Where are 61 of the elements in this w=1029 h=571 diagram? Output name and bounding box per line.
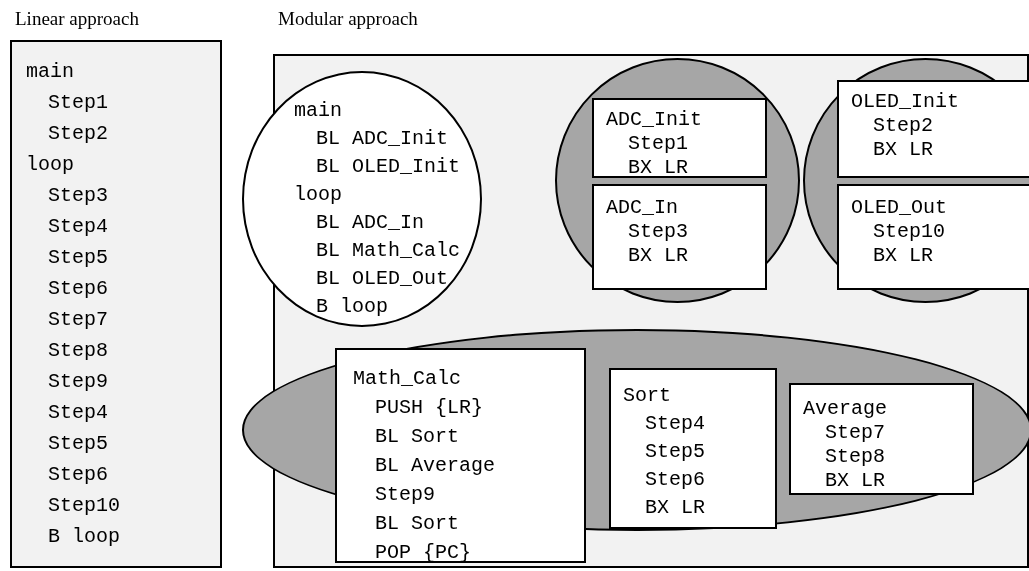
code-line: Step6 [48, 276, 108, 302]
code-line: OLED_Init [851, 90, 960, 114]
section-heading: Modular approach [278, 8, 418, 30]
subroutine-box [789, 383, 974, 495]
code-line: Step7 [48, 307, 108, 333]
code-line: Step2 [873, 114, 933, 138]
code-line: Step5 [48, 431, 108, 457]
code-line: Step4 [48, 400, 108, 426]
code-line: Step10 [873, 220, 945, 244]
code-line: Sort [623, 383, 671, 409]
code-line: Math_Calc [353, 366, 462, 392]
code-line: B loop [48, 524, 120, 550]
section-heading: Linear approach [15, 8, 139, 30]
code-line: ADC_In [606, 196, 678, 220]
code-line: BX LR [628, 244, 688, 268]
code-line: BL Math_Calc [316, 238, 461, 264]
code-line: BX LR [873, 138, 933, 162]
code-line: Step3 [628, 220, 688, 244]
code-line: BL Average [375, 453, 496, 479]
code-line: Average [803, 397, 887, 421]
subroutine-box [335, 348, 586, 563]
code-line: PUSH {LR} [375, 395, 484, 421]
code-line: loop [294, 182, 342, 208]
code-line: main [26, 59, 74, 85]
code-line: Step4 [645, 411, 705, 437]
code-line: BL OLED_Out [316, 266, 449, 292]
code-line: BL ADC_Init [316, 126, 449, 152]
code-line: Step7 [825, 421, 885, 445]
subroutine-box [837, 184, 1029, 290]
code-line: BL OLED_Init [316, 154, 461, 180]
code-line: main [294, 98, 342, 124]
code-line: Step6 [48, 462, 108, 488]
subroutine-box [837, 80, 1029, 178]
code-line: OLED_Out [851, 196, 947, 220]
subroutine-box [609, 368, 777, 529]
subroutine-box [592, 184, 767, 290]
subroutine-box [592, 98, 767, 178]
code-line: BX LR [628, 156, 688, 180]
code-line: Step5 [645, 439, 705, 465]
code-line: POP {PC} [375, 540, 471, 566]
code-line: BX LR [873, 244, 933, 268]
code-line: BX LR [645, 495, 705, 521]
code-line: Step9 [375, 482, 435, 508]
code-line: Step5 [48, 245, 108, 271]
code-line: BX LR [825, 469, 885, 493]
code-line: Step9 [48, 369, 108, 395]
code-line: Step6 [645, 467, 705, 493]
code-line: BL ADC_In [316, 210, 425, 236]
code-line: Step2 [48, 121, 108, 147]
code-line: Step3 [48, 183, 108, 209]
code-line: Step8 [825, 445, 885, 469]
code-line: Step8 [48, 338, 108, 364]
code-line: BL Sort [375, 424, 459, 450]
code-line: Step1 [48, 90, 108, 116]
code-line: Step4 [48, 214, 108, 240]
code-line: Step10 [48, 493, 120, 519]
code-line: B loop [316, 294, 388, 320]
code-line: Step1 [628, 132, 688, 156]
code-line: ADC_Init [606, 108, 702, 132]
code-line: BL Sort [375, 511, 459, 537]
code-line: loop [26, 152, 74, 178]
